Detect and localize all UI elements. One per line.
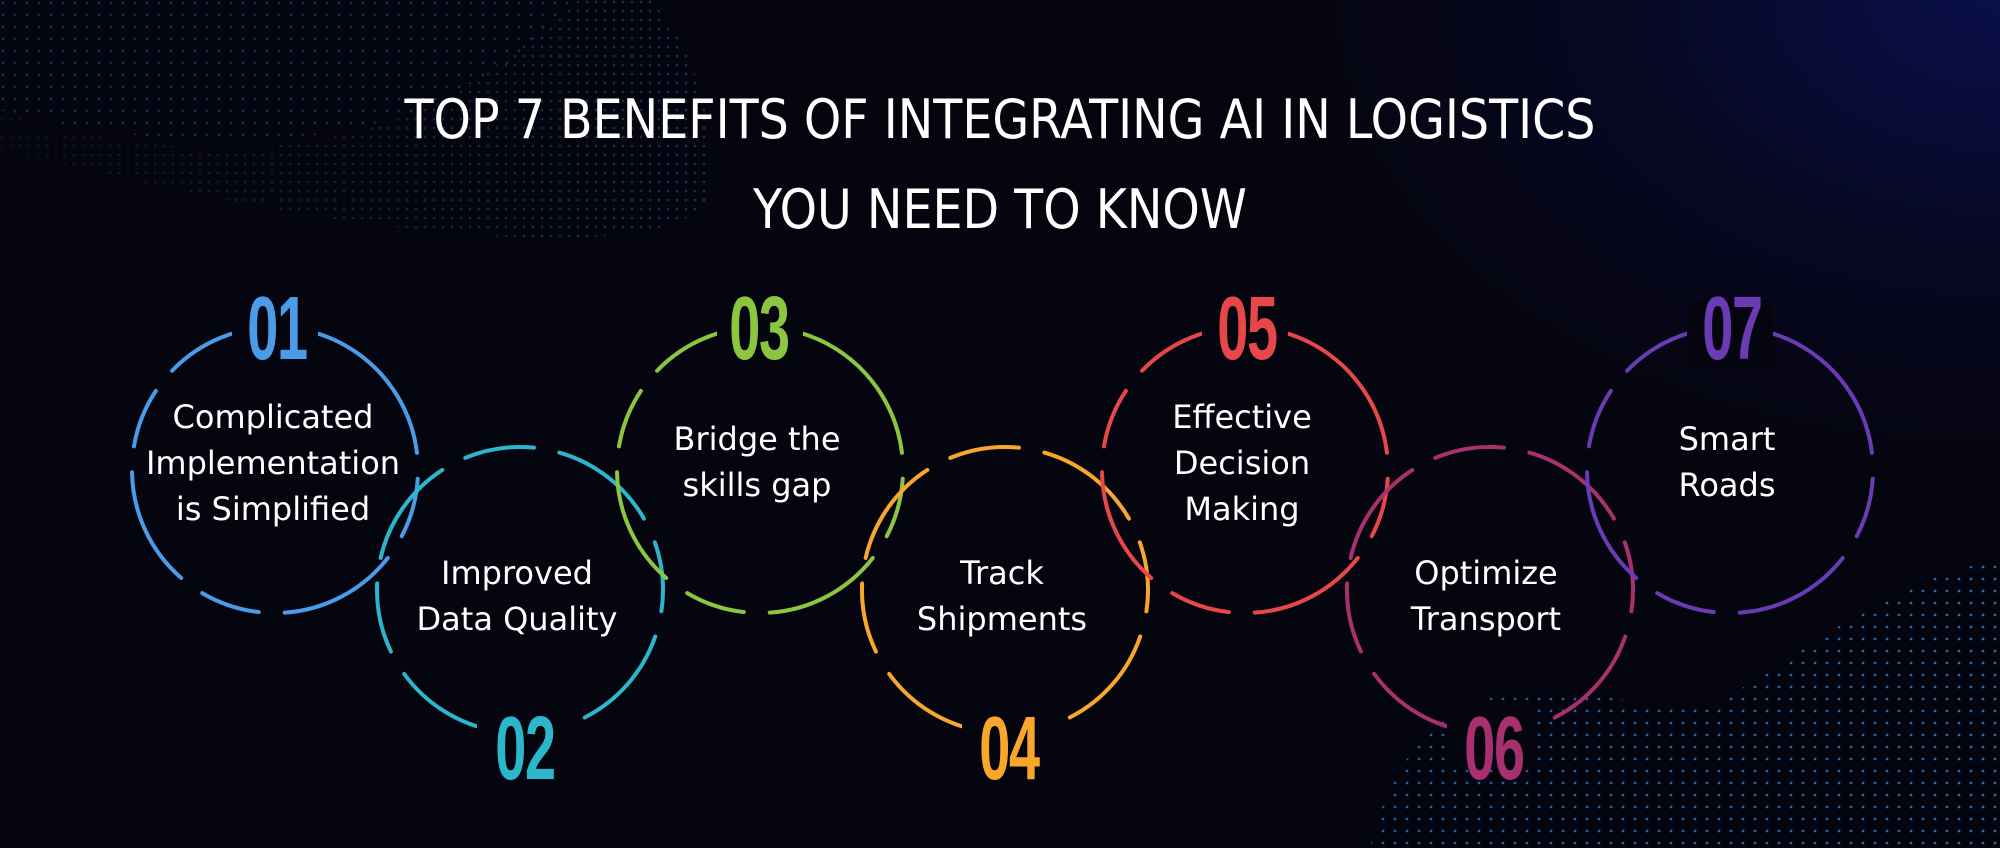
benefit-label-07: Smart Roads (1678, 420, 1776, 504)
benefit-label-06: Optimize Transport (1410, 554, 1562, 638)
benefit-number-07: 07 (1702, 279, 1763, 379)
benefit-label-02: Improved Data Quality (416, 554, 618, 638)
circle-07 (1585, 325, 1875, 615)
circle-05 (1100, 325, 1390, 615)
circle-03 (615, 324, 905, 615)
title-line-1: TOP 7 BENEFITS OF INTEGRATING AI IN LOGI… (404, 88, 1596, 151)
benefit-number-02: 02 (495, 699, 556, 799)
benefit-label-01: Complicated Implementation is Simplified (145, 398, 401, 528)
benefit-label-05: Effective Decision Making (1172, 398, 1312, 528)
benefit-number-04: 04 (979, 699, 1040, 799)
title-line-2: YOU NEED TO KNOW (753, 178, 1247, 241)
benefit-number-06: 06 (1464, 699, 1525, 799)
benefit-label-03: Bridge the skills gap (673, 420, 841, 504)
benefit-number-01: 01 (247, 279, 308, 379)
benefit-number-03: 03 (729, 279, 790, 379)
benefit-number-05: 05 (1217, 279, 1278, 379)
benefit-label-04: Track Shipments (916, 554, 1088, 638)
circle-01 (130, 325, 420, 615)
